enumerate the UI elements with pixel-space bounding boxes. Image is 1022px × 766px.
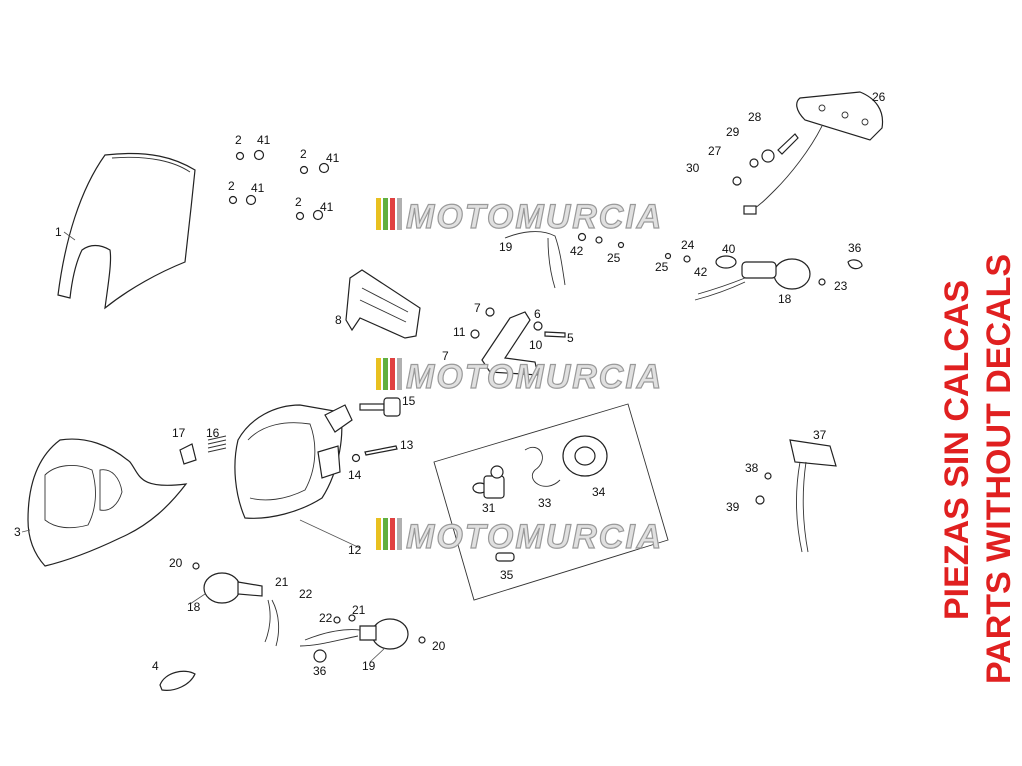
callout: 6	[534, 307, 541, 321]
callout: 24	[681, 238, 695, 252]
callout-labels: 1 2 41 2 41 2 41 2 41 3 4 5 6 7 7 8 10 1…	[14, 90, 886, 678]
callout: 41	[326, 151, 340, 165]
callout: 31	[482, 501, 496, 515]
callout: 22	[299, 587, 313, 601]
callout: 38	[745, 461, 759, 475]
callout: 40	[722, 242, 736, 256]
callout: 5	[567, 331, 574, 345]
callout: 30	[686, 161, 700, 175]
callout: 10	[529, 338, 543, 352]
callout: 41	[251, 181, 265, 195]
callout: 2	[300, 147, 307, 161]
windscreen-part	[57, 152, 196, 310]
callout: 3	[14, 525, 21, 539]
callout: 41	[257, 133, 271, 147]
turn-signal-front-left-part	[192, 562, 280, 647]
callout: 22	[319, 611, 333, 625]
wiring-harness-part	[504, 231, 625, 289]
callout: 19	[499, 240, 513, 254]
callout: 27	[708, 144, 722, 158]
callout: 20	[432, 639, 446, 653]
callout: 33	[538, 496, 552, 510]
callout: 41	[320, 200, 334, 214]
callout: 26	[872, 90, 886, 104]
watermark-middle: MOTOMURCIA	[376, 357, 663, 397]
callout: 18	[778, 292, 792, 306]
turn-signal-front-right-part	[299, 614, 426, 663]
callout: 7	[474, 301, 481, 315]
callout: 19	[362, 659, 376, 673]
spring-part	[207, 435, 227, 453]
callout: 11	[453, 325, 466, 339]
watermark-top: MOTOMURCIA	[376, 197, 663, 237]
adjuster-knob-part	[359, 397, 401, 417]
bracket-part	[345, 269, 421, 339]
support-bracket-part	[470, 307, 566, 376]
turn-signal-rear-part	[664, 252, 863, 301]
callout: 2	[235, 133, 242, 147]
callout: 25	[607, 251, 621, 265]
callout: 12	[348, 543, 362, 557]
callout: 4	[152, 659, 159, 673]
callout: 36	[848, 241, 862, 255]
callout: 15	[402, 394, 416, 408]
callout: 16	[206, 426, 220, 440]
bulb-retaining-spring-part	[524, 447, 561, 487]
callout: 35	[500, 568, 514, 582]
callout: 13	[400, 438, 414, 452]
callout: 14	[348, 468, 362, 482]
callout: 8	[335, 313, 342, 327]
callout: 36	[313, 664, 327, 678]
callout: 20	[169, 556, 183, 570]
callout: 42	[694, 265, 708, 279]
callout: 17	[172, 426, 186, 440]
callout: 21	[275, 575, 289, 589]
clip-part	[159, 670, 196, 691]
watermark-text-top: MOTOMURCIA	[406, 198, 663, 236]
callout: 1	[55, 225, 62, 239]
callout: 25	[655, 260, 669, 274]
callout: 2	[295, 195, 302, 209]
headlight-fairing-part	[27, 438, 188, 567]
callout: 7	[442, 349, 449, 363]
callout: 29	[726, 125, 740, 139]
watermark-text-bottom: MOTOMURCIA	[406, 518, 663, 556]
callout: 23	[834, 279, 848, 293]
tail-light-part	[743, 91, 884, 215]
callout: 39	[726, 500, 740, 514]
spring-clip-part	[179, 443, 197, 465]
bulb-kit-frame	[433, 403, 669, 601]
headlight-bulb-part	[472, 465, 505, 499]
position-bulb-part	[495, 552, 515, 562]
bolt-part	[351, 445, 398, 463]
license-plate-light-part	[755, 439, 837, 553]
callout: 37	[813, 428, 827, 442]
leader-lines	[21, 231, 386, 663]
headlight-housing-part	[234, 404, 353, 519]
washer-nut-group-top-left	[228, 149, 330, 221]
side-text-spanish: PIEZAS SIN CALCAS	[938, 279, 976, 620]
side-text-english: PARTS WITHOUT DECALS	[980, 253, 1018, 684]
watermark-bottom: MOTOMURCIA	[376, 517, 663, 557]
callout: 42	[570, 244, 584, 258]
callout: 18	[187, 600, 201, 614]
callout: 21	[352, 603, 366, 617]
tail-light-hardware-part	[732, 133, 799, 186]
callout: 34	[592, 485, 606, 499]
bulb-socket-part	[562, 435, 608, 477]
callout: 28	[748, 110, 762, 124]
watermark-text-middle: MOTOMURCIA	[406, 358, 663, 396]
callout: 2	[228, 179, 235, 193]
